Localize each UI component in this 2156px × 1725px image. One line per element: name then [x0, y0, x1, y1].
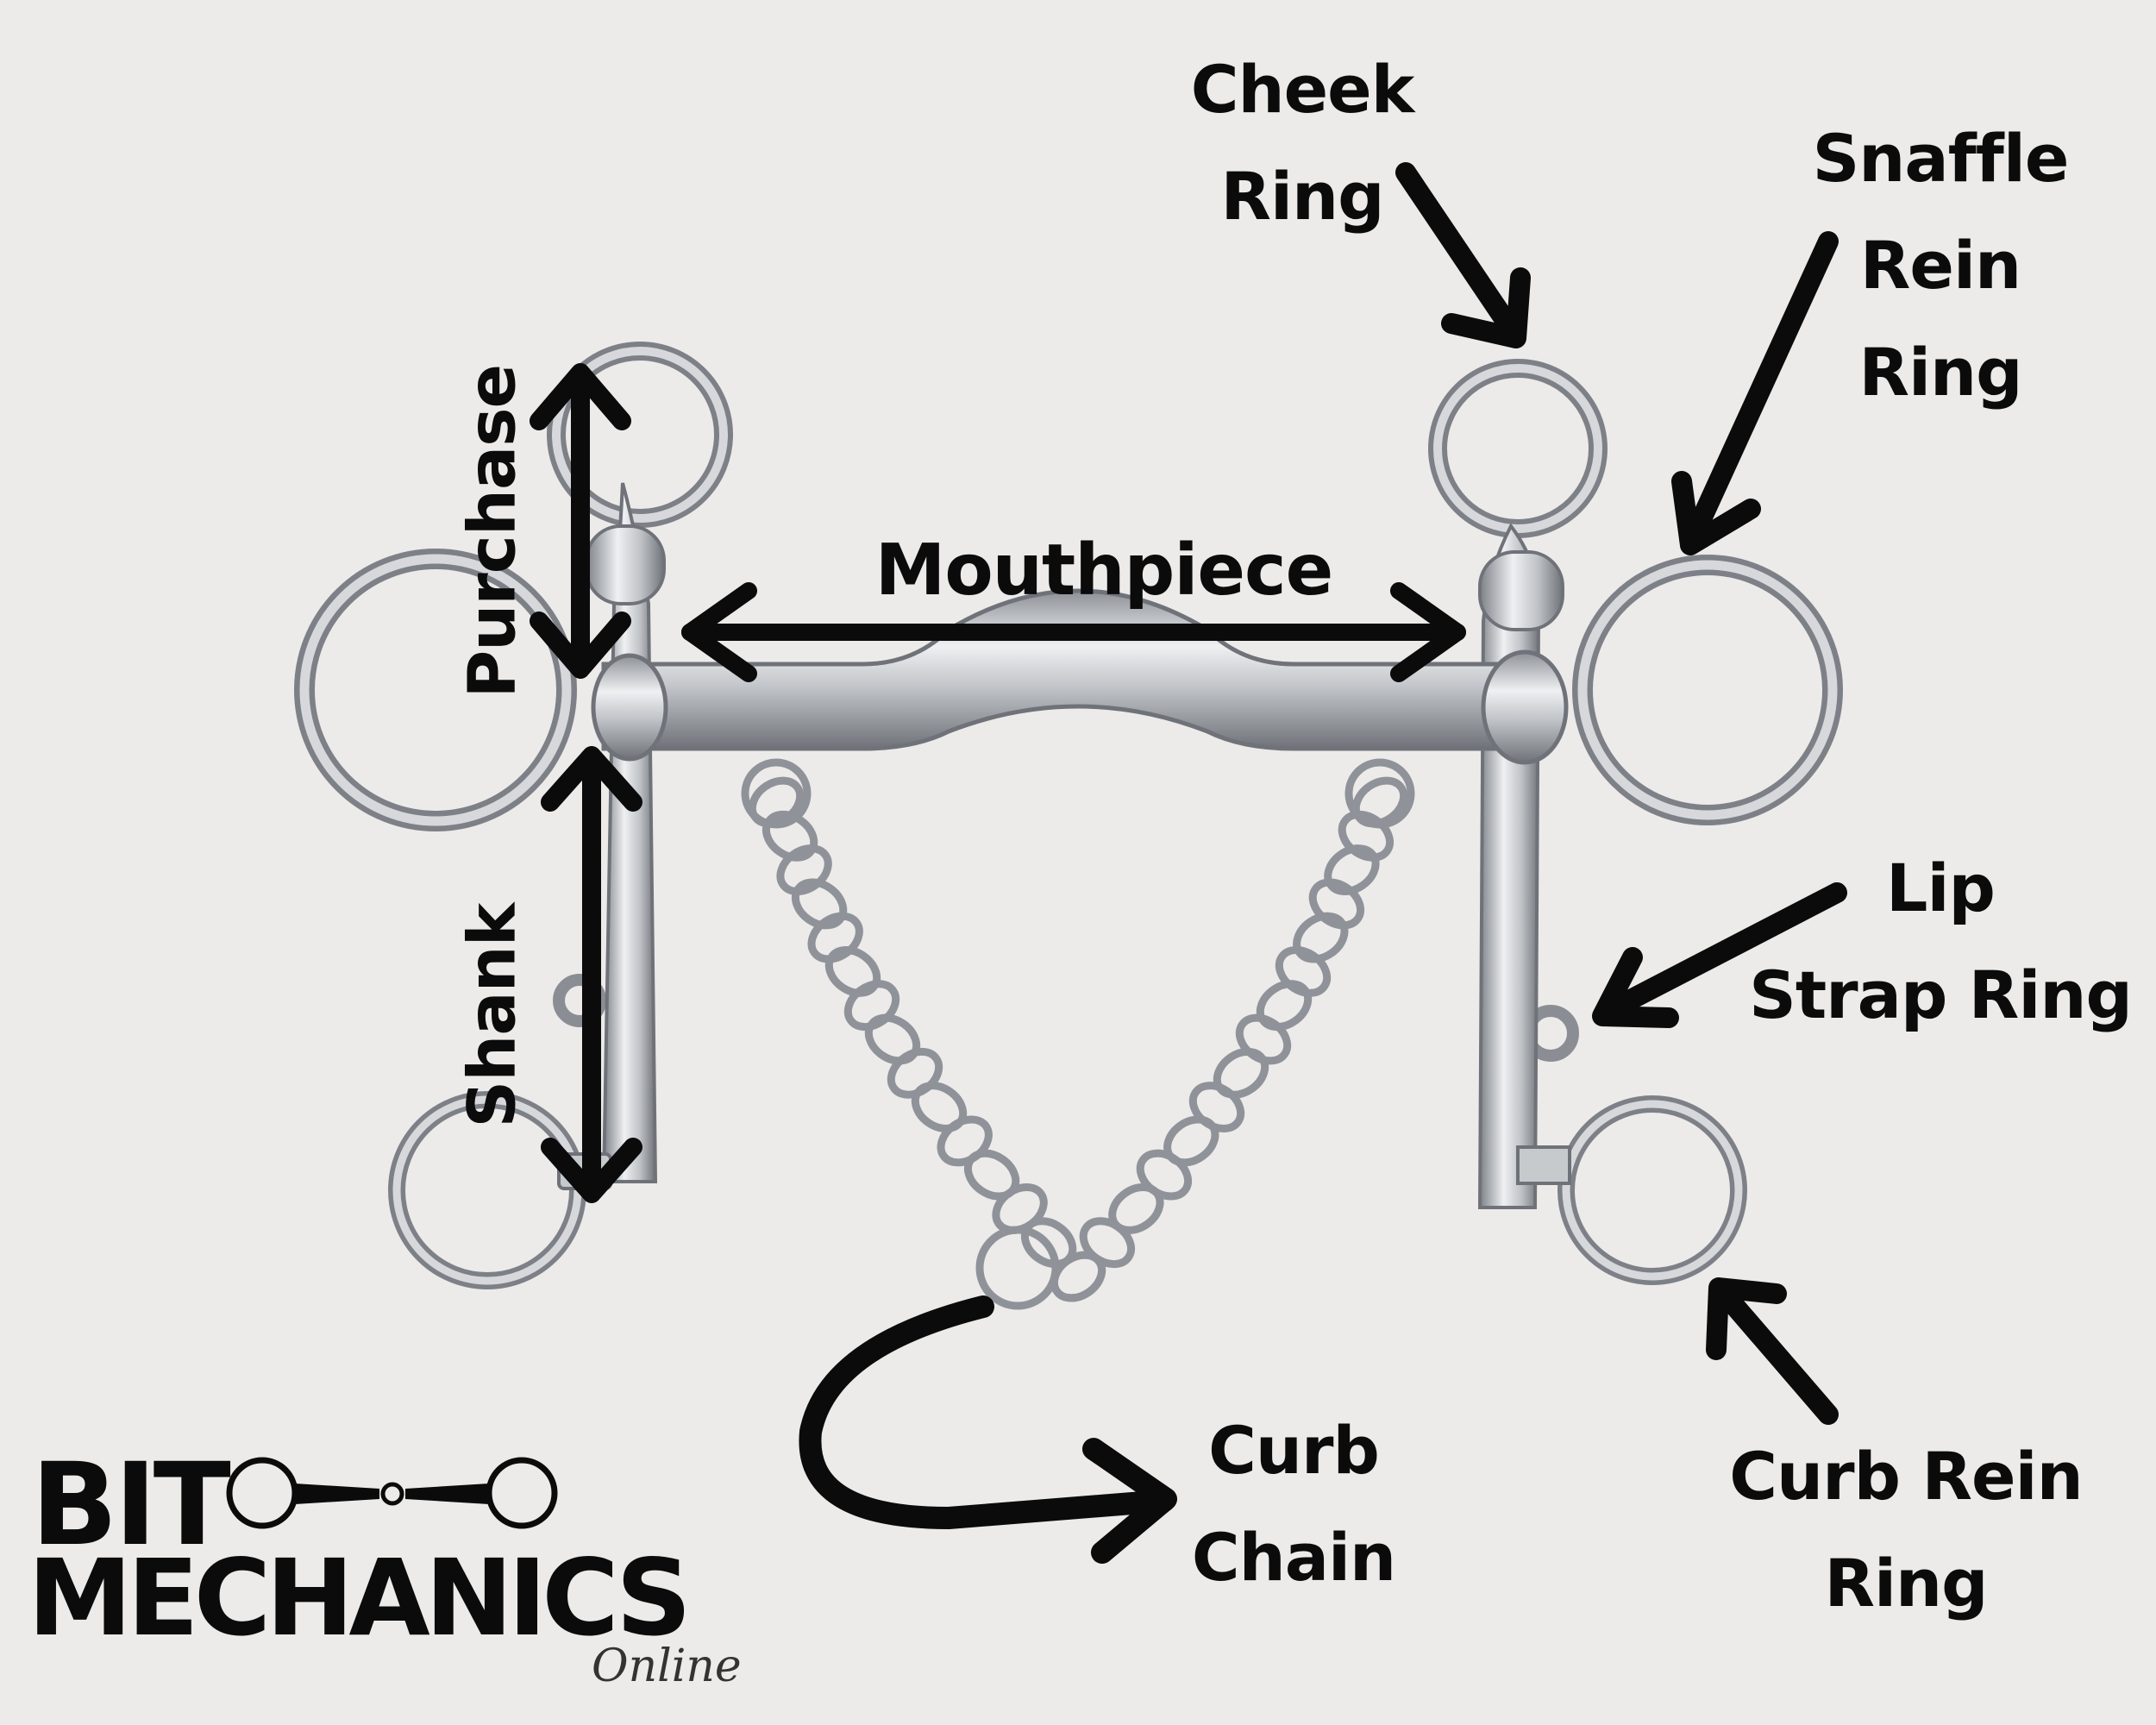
logo-tagline: Online: [592, 1640, 742, 1692]
snaffle-bit-icon: [226, 1457, 558, 1529]
lip-strap-ring-label: Lip Strap Ring: [1749, 850, 2133, 1033]
mouthpiece-bar: [591, 588, 1569, 765]
curb-chain: [741, 758, 1415, 1310]
lip-strap-ring-arrow: [1592, 882, 1847, 1028]
mouthpiece-arrow: [681, 582, 1466, 682]
curb-chain-arrow: [799, 1295, 1177, 1564]
curb-chain-label: Curb Chain: [1191, 1412, 1396, 1596]
cheek-ring-label: Cheek Ring: [1190, 51, 1415, 235]
chain-link: [1213, 1047, 1269, 1099]
arrows: [530, 162, 1847, 1564]
curb-rein-ring-label: Curb Rein Ring: [1729, 1438, 2083, 1622]
chain-link: [1079, 1217, 1136, 1269]
right-snaffle-rein-ring: [1572, 555, 1843, 825]
chain-link: [911, 1082, 968, 1133]
right-cheek-ring: [1428, 359, 1608, 538]
cheek-ring-arrow: [1395, 162, 1531, 348]
chain-link: [937, 1115, 993, 1167]
left-cheek-ring: [547, 342, 733, 528]
logo-bit-text: BIT: [31, 1439, 231, 1571]
chain-hook-ring: [741, 758, 812, 829]
chain-hook-ring: [1344, 758, 1415, 829]
mouthpiece-label: Mouthpiece: [874, 530, 1334, 612]
right-shank: [1477, 523, 1571, 1209]
chain-fly-ring: [975, 1226, 1060, 1310]
purchase-arrow: [530, 363, 631, 679]
chain-link: [1136, 1149, 1193, 1201]
chain-link: [963, 1149, 1020, 1201]
snaffle-rein-ring-label: Snaffle Rein Ring: [1812, 120, 2070, 411]
chain-link: [1308, 878, 1365, 930]
chain-link: [1108, 1182, 1164, 1234]
logo-mechanics-text: MECHANICS: [28, 1537, 692, 1659]
shank-label: Shank: [453, 903, 530, 1128]
chain-link: [864, 1013, 921, 1065]
chain-link: [776, 844, 832, 896]
purchase-label: Purchase: [453, 364, 530, 699]
chain-link: [1163, 1115, 1219, 1167]
chain-link: [807, 912, 863, 963]
shank-arrow: [541, 746, 642, 1203]
left-snaffle-rein-ring: [294, 549, 577, 831]
chain-link: [1050, 1251, 1106, 1302]
right-curb-rein-ring: [1557, 1095, 1747, 1285]
chain-link: [1256, 980, 1313, 1032]
snaffle-rein-ring-arrow: [1671, 231, 1839, 555]
curb-rein-ring-arrow: [1706, 1277, 1839, 1425]
